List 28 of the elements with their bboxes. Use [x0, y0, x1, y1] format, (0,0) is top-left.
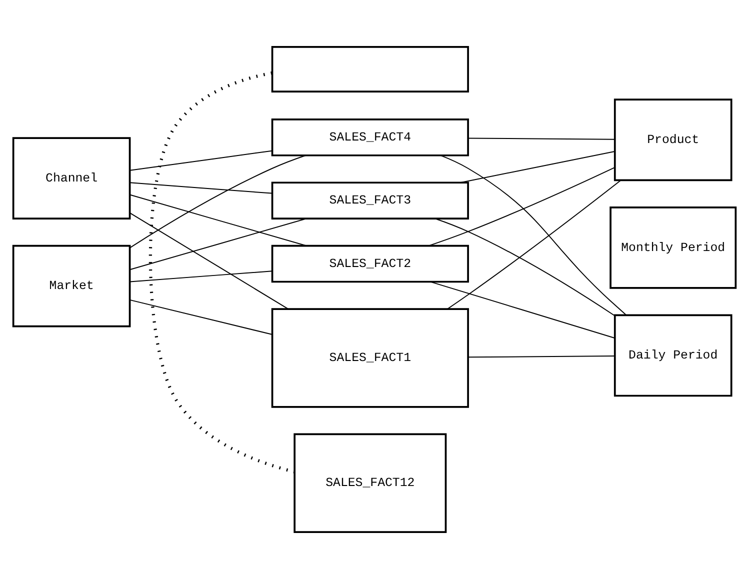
connector [468, 137, 616, 140]
node-box: Channel [12, 136, 131, 219]
connector [440, 154, 627, 316]
connector [430, 280, 616, 338]
node-box: Product [614, 98, 732, 181]
node-box: SALES_FACT1 [271, 308, 469, 408]
node-box: Monthly Period [610, 206, 737, 288]
node-box: SALES_FACT2 [271, 244, 469, 282]
connector [129, 150, 272, 170]
connector [129, 270, 272, 282]
node-box [271, 46, 469, 92]
connector [428, 166, 616, 246]
connector [468, 354, 616, 358]
connector [129, 154, 306, 248]
node-box: Daily Period [614, 314, 732, 396]
connector [129, 218, 307, 270]
connector [460, 150, 615, 183]
node-box: Market [12, 244, 131, 327]
connector [129, 194, 307, 246]
node-box: SALES_FACT3 [271, 181, 469, 219]
node-box: SALES_FACT12 [294, 432, 447, 532]
connector [447, 179, 622, 309]
connector [129, 298, 272, 334]
connector [434, 218, 616, 316]
connector [129, 182, 272, 194]
connector [148, 70, 295, 473]
node-box: SALES_FACT4 [271, 118, 469, 156]
connector [129, 212, 288, 309]
